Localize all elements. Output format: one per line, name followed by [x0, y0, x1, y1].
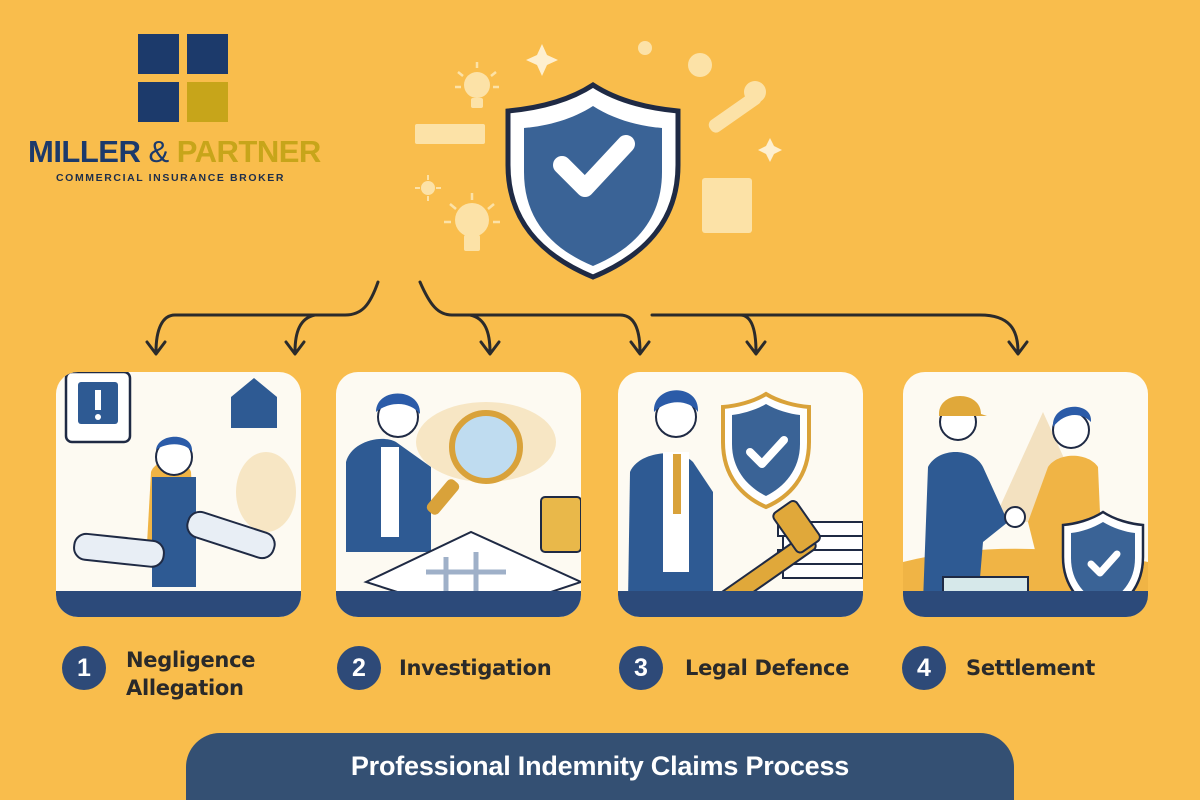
step-number-badge: 3 — [619, 646, 663, 690]
flow-connectors — [145, 280, 651, 356]
step-number-badge: 1 — [62, 646, 106, 690]
step-2: 2 Investigation — [337, 642, 552, 702]
company-tagline: COMMERCIAL INSURANCE BROKER — [56, 172, 286, 184]
step-label: Investigation — [399, 656, 552, 680]
step-label: Negligence Allegation — [126, 648, 256, 700]
step-2-illustration — [336, 372, 581, 617]
company-logo: MILLER & PARTNER COMMERCIAL INSURANCE BR… — [28, 32, 348, 192]
step-number-badge: 2 — [337, 646, 381, 690]
logo-mark-icon — [138, 34, 230, 126]
step-1-illustration — [56, 372, 301, 617]
step-3: 3 Legal Defence — [619, 642, 849, 702]
step-4: 4 Settlement — [902, 642, 1095, 702]
step-label: Legal Defence — [685, 656, 850, 680]
company-name: MILLER & PARTNER — [28, 134, 321, 169]
hero-illustration — [415, 41, 782, 280]
step-4-illustration — [903, 372, 1148, 617]
decoration-icons — [415, 41, 782, 251]
step-1: 1 Negligence Allegation — [62, 642, 255, 702]
step-number-badge: 4 — [902, 646, 946, 690]
process-title-banner: Professional Indemnity Claims Process — [186, 733, 1014, 800]
step-label: Settlement — [966, 656, 1095, 680]
step-3-illustration — [618, 372, 863, 617]
